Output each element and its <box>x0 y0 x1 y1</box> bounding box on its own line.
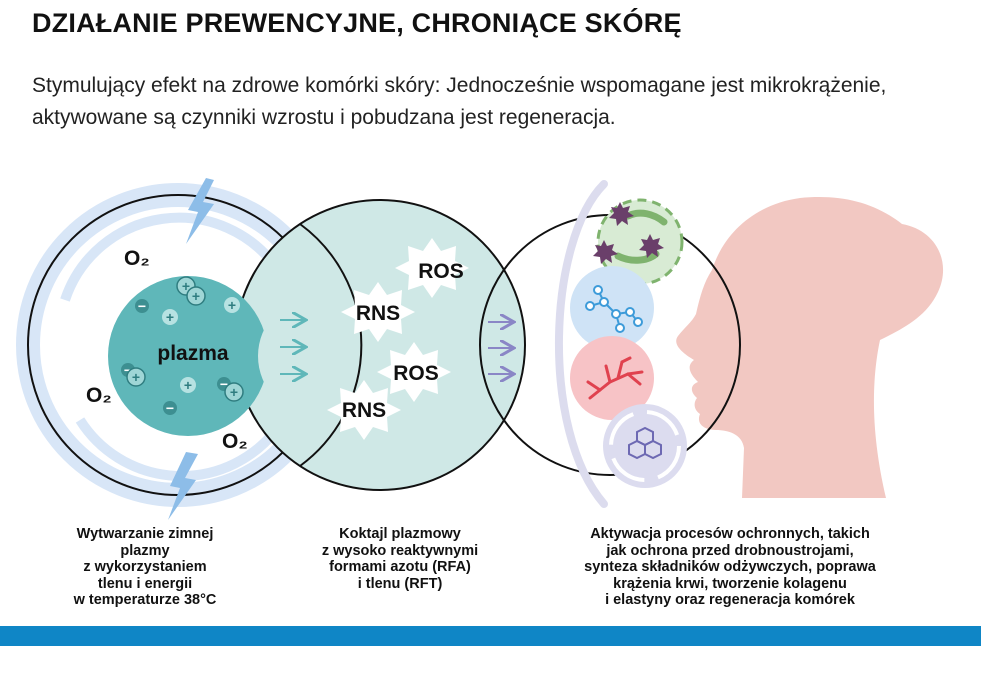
svg-text:−: − <box>124 362 132 378</box>
oxygen-label: O₂ <box>222 430 248 453</box>
caption-line: tlenu i energii <box>97 575 193 592</box>
page-title: DZIAŁANIE PREWENCYJNE, CHRONIĄCE SKÓRĘ <box>32 8 682 38</box>
caption-line: i elastyny oraz regeneracja komórek <box>605 592 855 608</box>
plasma-cocktail-circle <box>234 199 526 491</box>
caption-line: Koktajl plazmowy <box>339 526 461 542</box>
ros-label: ROS <box>418 260 464 283</box>
svg-text:+: + <box>166 309 174 325</box>
regeneration-cycle-icon <box>603 404 687 488</box>
shield-arc <box>555 180 608 508</box>
bottom-accent-bar <box>0 626 981 646</box>
molecule-icon <box>570 266 654 350</box>
svg-text:+: + <box>132 369 140 385</box>
caption-line: z wysoko reaktywnymi <box>321 542 479 559</box>
lightning-bolt-icon <box>186 178 214 244</box>
svg-text:+: + <box>230 384 238 400</box>
caption-line: jak ochrona przed drobnoustrojami, <box>606 542 854 559</box>
blood-vessel-icon <box>570 336 654 420</box>
ros-label: ROS <box>393 362 439 385</box>
caption-line: plazmy <box>120 542 170 559</box>
caption-line: w temperaturze 38°C <box>73 592 217 608</box>
rns-label: RNS <box>342 399 386 422</box>
caption-line: Aktywacja procesów ochronnych, takich <box>590 526 870 542</box>
caption-plasma-cocktail: Koktajl plazmowy z wysoko reaktywnymi fo… <box>290 526 510 592</box>
svg-text:+: + <box>182 278 190 294</box>
caption-line: krążenia krwi, tworzenie kolagenu <box>613 575 847 592</box>
caption-plasma-generation: Wytwarzanie zimnej plazmy z wykorzystani… <box>45 526 245 609</box>
svg-text:+: + <box>192 288 200 304</box>
caption-line: synteza składników odżywczych, poprawa <box>584 559 876 575</box>
oxygen-label: O₂ <box>86 384 112 407</box>
oxygen-label: O₂ <box>124 247 150 270</box>
caption-line: formami azotu (RFA) <box>329 559 471 575</box>
svg-text:−: − <box>220 376 228 392</box>
caption-line: z wykorzystaniem <box>83 559 207 575</box>
page-subtitle: Stymulujący efekt na zdrowe komórki skór… <box>32 74 887 129</box>
plasma-inner-arc <box>60 212 283 302</box>
plasma-outer-ring-overlap <box>299 223 363 467</box>
face-profile-icon <box>676 197 944 498</box>
flow-arrows-violet <box>488 322 512 374</box>
svg-text:+: + <box>184 377 192 393</box>
rns-label: RNS <box>356 302 400 325</box>
svg-text:−: − <box>166 400 174 416</box>
reactive-species-stars <box>327 238 469 440</box>
lightning-bolt-icon <box>168 452 198 520</box>
caption-protective-processes: Aktywacja procesów ochronnych, takich ja… <box>545 526 915 609</box>
flow-arrows-teal <box>280 320 304 374</box>
caption-line: i tlenu (RFT) <box>357 575 443 592</box>
caption-line: Wytwarzanie zimnej <box>76 526 214 542</box>
microbe-icon <box>593 198 684 286</box>
svg-text:−: − <box>138 298 146 314</box>
svg-text:+: + <box>228 297 236 313</box>
plasma-label: plazma <box>157 342 229 365</box>
ion-particles: + + + + − − + + − + − <box>121 276 244 416</box>
